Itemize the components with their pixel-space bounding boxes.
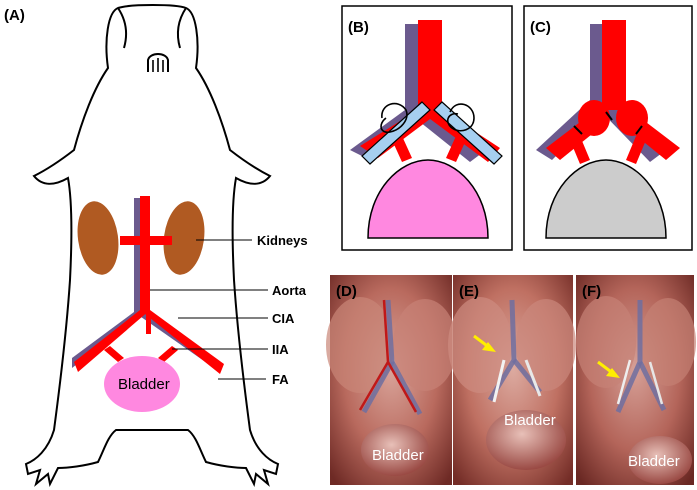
panel-f-label: (F) — [582, 283, 601, 300]
panel-c-artery — [546, 20, 680, 164]
right-kidney — [163, 201, 205, 275]
panel-d-bladder-label: Bladder — [372, 447, 424, 464]
panel-d-photo: (D) Bladder — [326, 275, 457, 485]
panel-c-ligature-left — [573, 125, 583, 135]
panel-c-label: (C) — [530, 19, 551, 36]
panel-b-label: (B) — [348, 19, 369, 36]
panel-e-label: (E) — [459, 283, 479, 300]
panel-c-bladder — [545, 159, 667, 239]
panel-b-bladder — [367, 159, 489, 239]
label-fa: FA — [272, 372, 289, 387]
panel-b-suture-right — [446, 103, 475, 132]
panel-f-bladder-label: Bladder — [628, 453, 680, 470]
panel-f-photo: (F) Bladder — [576, 275, 696, 485]
panel-d-label: (D) — [336, 283, 357, 300]
panel-a: (A) Bladder — [4, 4, 308, 488]
panel-b: (B) — [341, 5, 513, 251]
panel-a-artery — [74, 196, 224, 374]
panel-e-photo: (E) Bladder — [448, 275, 576, 485]
mouse-ear-left — [117, 7, 127, 49]
label-iia: IIA — [272, 342, 289, 357]
panel-c: (C) — [523, 5, 693, 251]
mouse-ear-right — [177, 7, 187, 49]
panel-a-bladder — [104, 356, 180, 412]
label-kidneys: Kidneys — [257, 233, 308, 248]
panel-c-ligature-top — [605, 111, 613, 121]
panel-c-ligature-right — [635, 125, 643, 135]
panel-a-bladder-label: Bladder — [118, 376, 170, 393]
panel-e-bladder-label: Bladder — [504, 412, 556, 429]
panel-b-catheter-left — [361, 101, 431, 165]
panel-b-suture-left — [380, 102, 408, 134]
label-aorta: Aorta — [272, 283, 307, 298]
panel-f-arrow-head — [606, 368, 620, 378]
label-cia: CIA — [272, 311, 295, 326]
panel-b-catheter-right — [433, 101, 503, 165]
left-kidney — [77, 201, 119, 275]
panel-a-label: (A) — [4, 7, 25, 24]
panel-e-arrow-head — [482, 342, 496, 352]
